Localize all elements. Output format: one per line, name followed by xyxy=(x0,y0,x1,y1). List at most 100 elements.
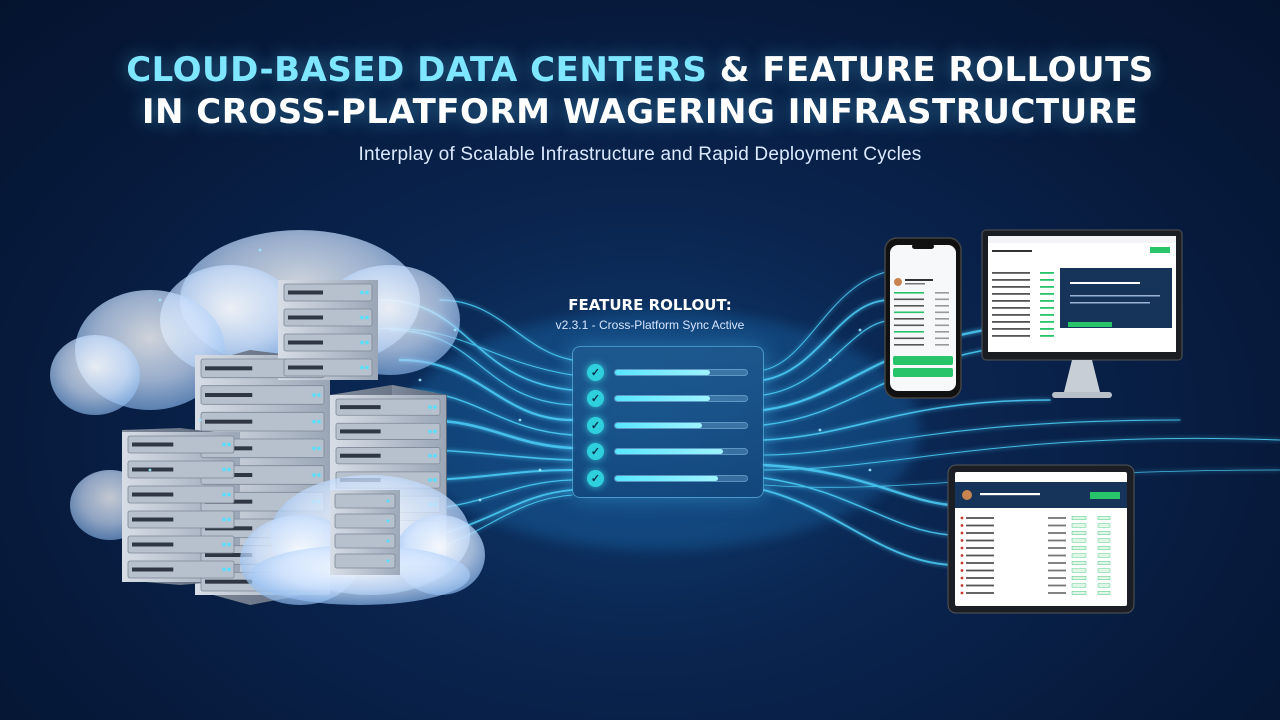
rack-led xyxy=(360,340,364,345)
monitor-row xyxy=(992,321,1030,323)
rack-led xyxy=(222,567,226,572)
rack-slot xyxy=(334,553,396,569)
rack-led xyxy=(227,567,231,572)
phone-row-value xyxy=(935,311,949,314)
rack-led xyxy=(227,467,231,472)
tablet-row-odds xyxy=(1097,583,1111,588)
tablet-row-value xyxy=(1048,539,1066,542)
phone-row xyxy=(894,311,924,314)
rack-vent xyxy=(132,567,174,572)
rack-slot xyxy=(200,411,325,432)
monitor-panel-title xyxy=(1070,282,1140,284)
tablet-row-value xyxy=(1048,532,1066,534)
rack-led xyxy=(433,454,437,458)
monitor-row-value xyxy=(1040,300,1054,302)
tablet-row-odds xyxy=(1097,523,1111,528)
monitor-row xyxy=(992,272,1030,274)
rack-slot xyxy=(283,308,373,327)
monitor-device xyxy=(981,229,1183,398)
tablet-row-odds xyxy=(1071,523,1087,528)
rack-led xyxy=(428,429,432,434)
rack-vent xyxy=(132,517,174,522)
tablet-row-icon xyxy=(960,516,964,520)
rack-led xyxy=(386,539,390,543)
server-rack-icon xyxy=(330,490,400,575)
tablet-row-odds xyxy=(1097,516,1111,521)
rack-led xyxy=(360,290,364,295)
rack-vent xyxy=(288,340,323,345)
tablet-row xyxy=(966,569,994,572)
monitor-row-value xyxy=(1040,286,1054,288)
rollout-checklist: ✓✓✓✓✓ xyxy=(572,346,764,498)
rack-led xyxy=(365,315,369,320)
rack-slot xyxy=(283,333,373,352)
monitor-row-value xyxy=(1040,279,1054,281)
rack-led xyxy=(433,405,437,409)
checklist-item: ✓ xyxy=(587,465,749,492)
tablet-row-icon xyxy=(960,576,964,580)
tablet-row-value xyxy=(1048,554,1066,557)
tablet-row-odds xyxy=(1097,531,1111,536)
monitor-row-value xyxy=(1040,307,1054,309)
monitor-row xyxy=(992,307,1030,309)
rack-led xyxy=(312,473,316,477)
rack-led xyxy=(222,492,226,497)
monitor-row xyxy=(992,314,1030,316)
monitor-row-value xyxy=(1040,293,1054,295)
rack-led xyxy=(227,492,231,497)
phone-row-value xyxy=(935,298,949,301)
sparkle xyxy=(148,468,152,472)
rack-slot xyxy=(127,435,235,454)
tablet-row-odds xyxy=(1071,576,1087,581)
tablet-row-icon xyxy=(960,531,964,535)
tablet-row-odds xyxy=(1071,553,1087,558)
rack-vent xyxy=(132,542,174,547)
tablet-title xyxy=(980,493,1040,496)
flow-lines-left xyxy=(359,299,574,561)
rack-led xyxy=(386,559,390,563)
sparkle xyxy=(418,378,422,382)
tablet-row-icon xyxy=(960,539,964,542)
rack-slot xyxy=(283,358,373,377)
checklist-progress-bar xyxy=(614,421,748,429)
tablet-row xyxy=(966,584,994,587)
monitor-row xyxy=(992,293,1030,295)
rack-led xyxy=(222,542,226,547)
tablet-row-odds xyxy=(1071,568,1087,573)
rack-slot xyxy=(283,283,373,302)
phone-row xyxy=(894,298,924,301)
tablet-row-value xyxy=(1048,592,1066,594)
rack-slot xyxy=(334,533,396,549)
tablet-device xyxy=(947,464,1135,614)
tablet-row-value xyxy=(1048,584,1066,587)
title-highlight: CLOUD-BASED DATA CENTERS xyxy=(126,50,708,90)
check-circle-icon: ✓ xyxy=(587,443,604,461)
checklist-item: ✓ xyxy=(587,359,749,386)
rack-led xyxy=(312,446,316,450)
sparkle xyxy=(478,498,482,502)
sparkle xyxy=(858,328,862,332)
rack-led xyxy=(312,420,316,424)
checklist-progress-fill xyxy=(615,475,718,481)
tablet-row-icon xyxy=(960,546,964,550)
tablet-row-icon xyxy=(960,524,964,527)
tablet-row-icon xyxy=(960,554,964,557)
tablet-row-odds xyxy=(1097,576,1111,581)
tablet-row-odds xyxy=(1071,531,1087,536)
tablet-row-odds xyxy=(1097,591,1111,596)
sparkles xyxy=(148,248,872,502)
checklist-progress-bar xyxy=(614,474,748,482)
rack-led xyxy=(222,467,226,472)
rack-vent xyxy=(205,419,253,424)
rack-led xyxy=(222,517,226,522)
tablet-row-odds xyxy=(1071,546,1087,551)
checklist-progress-fill xyxy=(615,369,711,375)
sparkle xyxy=(868,468,872,472)
rack-slot xyxy=(334,513,396,529)
tablet-row xyxy=(966,562,994,564)
rack-led xyxy=(433,429,437,434)
tablet-row-odds xyxy=(1071,561,1087,566)
rack-led xyxy=(386,519,390,523)
sparkle xyxy=(538,468,542,472)
monitor-row-value xyxy=(1040,335,1054,337)
